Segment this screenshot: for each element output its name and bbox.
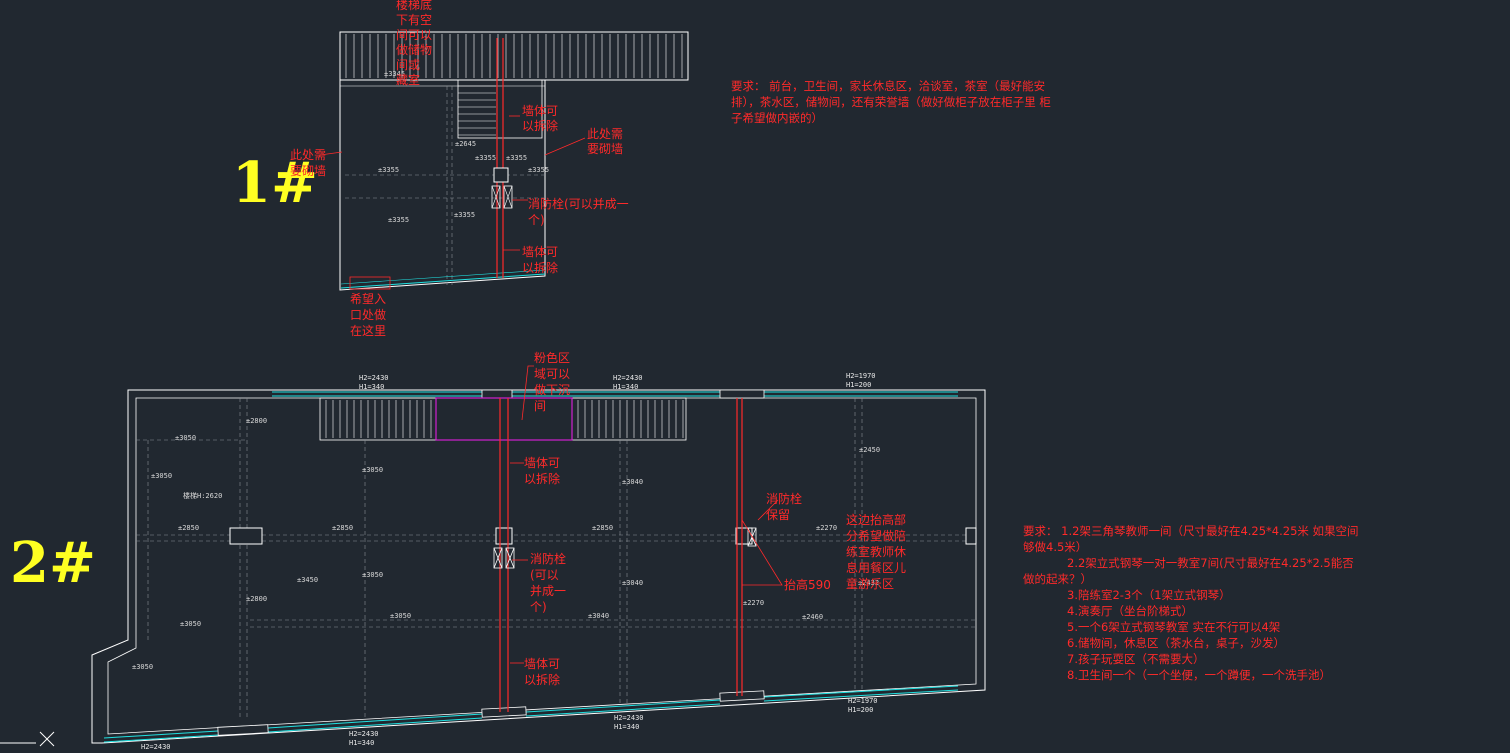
requirements-1: 要求： 前台，卫生间，家长休息区，洽谈室，茶室（最好能安 排），茶水区，储物间，… <box>731 79 1055 125</box>
level-mark: ±2432 <box>858 579 879 587</box>
pink-zone <box>435 397 573 441</box>
plan-label-2: 2# <box>10 530 96 596</box>
note-pink-zone: 粉色区 域可以 做下沉 间 <box>534 351 574 413</box>
note-stair-storage: 楼梯底 下有空 间可以 做储物 间或 藏室 <box>396 0 436 87</box>
level-marks: ±3345 ±2645 ±3355 ±3355 ±3355 ±3355 ±335… <box>378 70 549 224</box>
level-mark: 楼梯H:2620 <box>183 491 222 500</box>
window-line <box>340 273 546 289</box>
level-mark: ±3355 <box>475 154 496 162</box>
note-entrance: 希望入 口处做 在这里 <box>350 291 390 338</box>
level-mark: ±3355 <box>528 166 549 174</box>
hydrant-box-right <box>503 185 513 209</box>
note-wall-removable-2b: 墙体可 以拆除 <box>524 657 564 687</box>
level-mark: ±3050 <box>180 620 201 628</box>
level-mark: ±3050 <box>151 472 172 480</box>
level-mark: ±2850 <box>332 524 353 532</box>
level-mark: ±2645 <box>455 140 476 148</box>
room-outline <box>339 80 546 291</box>
requirements-2: 要求： 1.2架三角琴教师一间（尺寸最好在4.25*4.25米 如果空间 够做4… <box>1023 524 1362 682</box>
level-mark: ±3345 <box>384 70 405 78</box>
level-mark: ±2450 <box>859 446 880 454</box>
level-mark: ±2800 <box>246 417 267 425</box>
level-mark: ±3450 <box>297 576 318 584</box>
level-mark: ±3050 <box>390 612 411 620</box>
level-mark: ±3040 <box>588 612 609 620</box>
level-mark: ±3050 <box>175 434 196 442</box>
entrance-marker <box>349 276 391 290</box>
note-build-wall-right: 此处需 要砌墙 <box>587 127 627 156</box>
level-mark: ±3355 <box>506 154 527 162</box>
level-mark: ±3050 <box>362 466 383 474</box>
plan-label-1: 1# <box>232 150 318 216</box>
leader-lines-2 <box>510 365 783 664</box>
window-dim: H2=2430 <box>141 743 171 751</box>
note-hydrant-1: 消防栓(可以并成一 个) <box>528 196 633 227</box>
windows-top <box>272 391 958 397</box>
hydrant-box-left <box>491 185 501 209</box>
level-mark: ±2800 <box>246 595 267 603</box>
note-wall-removable-2a: 墙体可 以拆除 <box>524 456 564 486</box>
level-mark: ±3050 <box>362 571 383 579</box>
windows-bottom <box>103 685 959 743</box>
level-mark: ±2850 <box>178 524 199 532</box>
column <box>493 167 509 183</box>
wall-segments <box>217 389 765 736</box>
grid-lines-2 <box>136 398 976 720</box>
grid-lines <box>345 86 545 285</box>
note-hydrant-keep: 消防栓 保留 <box>766 491 806 522</box>
level-mark: ±3040 <box>622 478 643 486</box>
ucs-icon <box>0 731 55 747</box>
level-mark: ±2850 <box>592 524 613 532</box>
note-hydrant-merge: 消防栓 (可以 并成一 个) <box>530 551 570 614</box>
stair-treads-2 <box>325 400 684 438</box>
floor-plan-1: ±3345 ±2645 ±3355 ±3355 ±3355 ±3355 ±335… <box>232 0 1055 338</box>
inner-stair <box>457 79 543 139</box>
level-marks-2: ±3050 ±2800 ±3050 ±3050 楼梯H:2620 ±2850 ±… <box>132 417 880 671</box>
leader-lines <box>319 115 586 251</box>
note-raise-height: 抬高590 <box>784 577 831 592</box>
inner-stair-treads <box>458 85 496 136</box>
level-mark: ±3040 <box>622 579 643 587</box>
level-mark: ±3355 <box>388 216 409 224</box>
level-mark: ±2270 <box>743 599 764 607</box>
note-wall-removable-1b: 墙体可 以拆除 <box>522 245 562 275</box>
floor-plan-2: ±3050 ±2800 ±3050 ±3050 楼梯H:2620 ±2850 ±… <box>10 351 1362 751</box>
note-build-wall-left: 此处需 要砌墙 <box>290 148 330 178</box>
note-raise-area: 这边抬高部 分希望做陪 练室教师休 息用餐区儿 童游乐区 <box>846 512 910 591</box>
level-mark: ±3355 <box>378 166 399 174</box>
level-mark: ±2460 <box>802 613 823 621</box>
level-mark: ±2270 <box>816 524 837 532</box>
level-mark: ±3355 <box>454 211 475 219</box>
stair-treads <box>345 34 683 78</box>
level-mark: ±3050 <box>132 663 153 671</box>
inner-wall <box>107 397 977 735</box>
note-wall-removable-1a: 墙体可 以拆除 <box>522 104 562 133</box>
outer-wall <box>91 389 986 744</box>
